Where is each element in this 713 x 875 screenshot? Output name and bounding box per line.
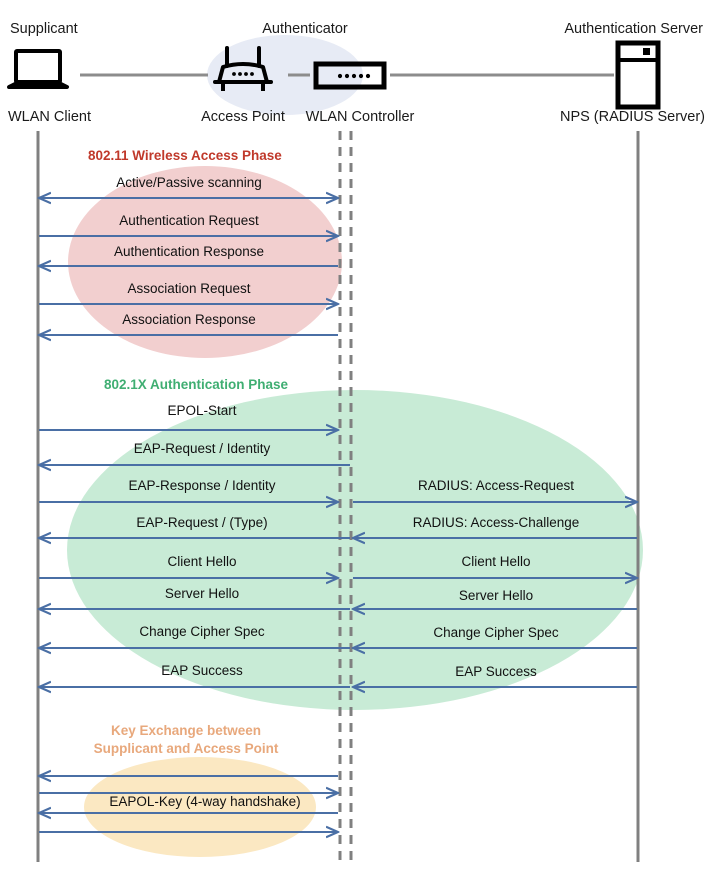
- message-label: EAP-Request / (Type): [136, 515, 267, 530]
- message-label: EAP-Response / Identity: [128, 478, 275, 493]
- actor-device-nps-radius-server: NPS (RADIUS Server): [560, 109, 705, 125]
- message-label-right: Change Cipher Spec: [433, 625, 559, 640]
- wlan-controller-icon: [313, 61, 387, 90]
- message-label: EPOL-Start: [167, 403, 236, 418]
- phase-label-key-exchange-line1: Key Exchange between: [111, 723, 261, 738]
- actor-role-supplicant: Supplicant: [10, 21, 78, 37]
- phase-label-key-exchange-line2: Supplicant and Access Point: [94, 741, 279, 756]
- phase-ellipse-wireless-access: [68, 166, 342, 358]
- message-label: EAP Success: [161, 663, 243, 678]
- message-label: Authentication Request: [119, 213, 259, 228]
- message-label-right: EAP Success: [455, 664, 537, 679]
- message-label-right: RADIUS: Access-Challenge: [413, 515, 580, 530]
- laptop-icon: [7, 49, 69, 89]
- message-label: Association Request: [127, 281, 250, 296]
- authenticator-group-ellipse: [207, 35, 363, 115]
- message-label-right: Client Hello: [461, 554, 530, 569]
- message-label: Association Response: [122, 312, 256, 327]
- actor-role-authentication-server: Authentication Server: [564, 21, 703, 37]
- message-label: EAP-Request / Identity: [134, 441, 271, 456]
- access-point-icon: [213, 46, 273, 91]
- message-label: Server Hello: [165, 586, 239, 601]
- server-icon: [615, 40, 661, 110]
- message-label: Change Cipher Spec: [139, 624, 265, 639]
- phase-label-wireless-access: 802.11 Wireless Access Phase: [88, 148, 282, 163]
- actor-role-authenticator: Authenticator: [262, 21, 348, 37]
- message-label-right: Server Hello: [459, 588, 533, 603]
- message-label-right: RADIUS: Access-Request: [418, 478, 574, 493]
- message-label: Client Hello: [167, 554, 236, 569]
- message-label: Authentication Response: [114, 244, 264, 259]
- actor-device-access-point: Access Point: [201, 109, 285, 125]
- key-exchange-group-label: EAPOL-Key (4-way handshake): [109, 794, 300, 809]
- phase-label-dot1x-authentication: 802.1X Authentication Phase: [104, 377, 289, 392]
- actor-device-wlan-client: WLAN Client: [8, 109, 91, 125]
- actor-device-wlan-controller: WLAN Controller: [306, 109, 415, 125]
- message-label: Active/Passive scanning: [116, 175, 262, 190]
- phase-ellipse-dot1x: [67, 390, 643, 710]
